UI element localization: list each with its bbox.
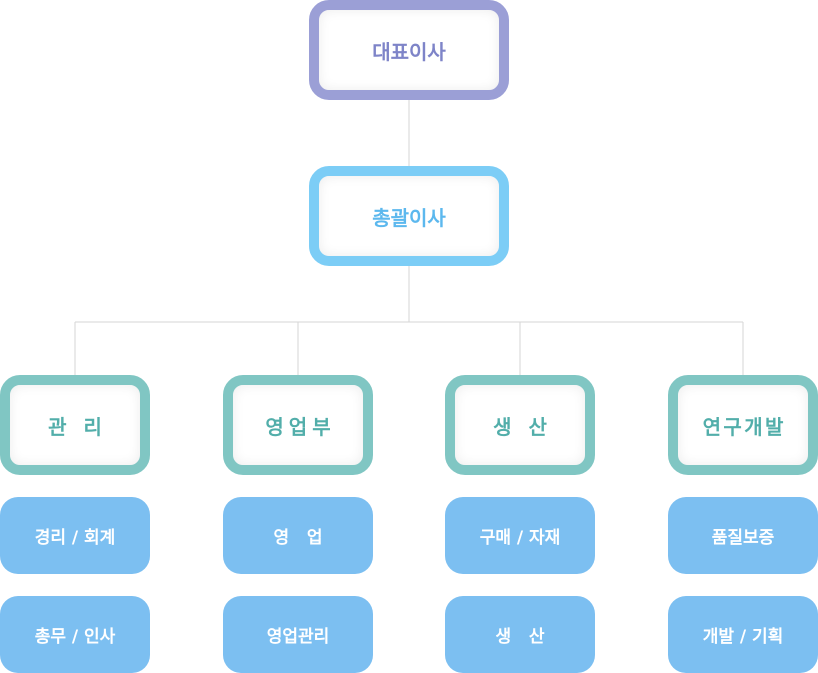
coo-box: 총괄이사 [309,166,509,266]
dept-label: 관 리 [48,414,107,439]
sub-box-sales-management: 영업관리 [223,596,373,673]
sub-label: 경리 / 회계 [34,528,116,548]
sub-box-purchasing: 구매 / 자재 [445,497,595,574]
ceo-label: 대표이사 [372,39,446,64]
sub-box-quality-assurance: 품질보증 [668,497,818,574]
sub-label: 품질보증 [711,528,775,548]
sub-label: 개발 / 기획 [702,627,784,647]
sub-box-sales: 영 업 [223,497,373,574]
dept-label: 생 산 [493,414,552,439]
coo-label: 총괄이사 [372,205,446,230]
dept-box-sales: 영업부 [223,375,373,475]
dept-box-production: 생 산 [445,375,595,475]
dept-box-rnd: 연구개발 [668,375,818,475]
sub-label: 구매 / 자재 [479,528,561,548]
sub-label: 생 산 [495,627,551,647]
dept-box-management: 관 리 [0,375,150,475]
ceo-box: 대표이사 [309,0,509,100]
sub-box-general-affairs: 총무 / 인사 [0,596,150,673]
sub-label: 영 업 [273,528,329,548]
sub-label: 영업관리 [266,627,330,647]
sub-box-production: 생 산 [445,596,595,673]
sub-label: 총무 / 인사 [34,627,116,647]
sub-box-development-planning: 개발 / 기획 [668,596,818,673]
dept-label: 영업부 [265,414,336,439]
sub-box-accounting: 경리 / 회계 [0,497,150,574]
dept-label: 연구개발 [702,414,786,439]
